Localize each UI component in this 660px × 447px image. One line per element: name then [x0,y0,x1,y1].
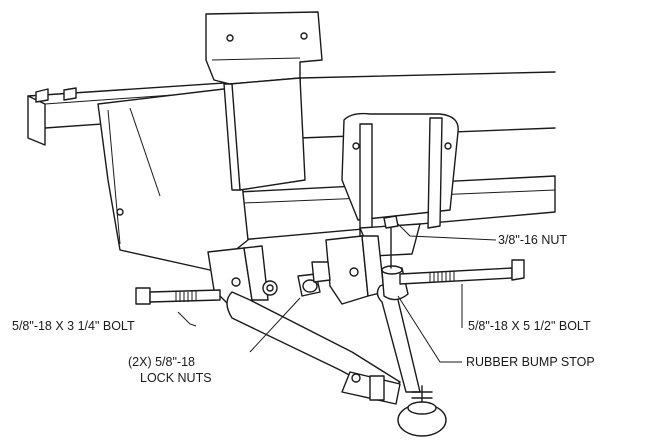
label-bolt-short: 5/8"-18 X 3 1/4" BOLT [12,319,135,333]
label-bolt-long: 5/8"-18 X 5 1/2" BOLT [468,319,591,333]
bolt-long [399,259,525,285]
lock-nuts [262,261,331,297]
label-lock-nuts-line2: LOCK NUTS [140,371,212,385]
top-saddle-bracket [205,11,323,191]
left-bracket-plate [97,87,249,271]
leader-lines [177,223,497,363]
nut-3-8-16 [383,215,399,269]
right-bump-bracket [341,112,459,257]
ball-joint [397,385,447,437]
label-lock-nuts-line1: (2X) 5/8"-18 [128,355,195,369]
label-nut: 3/8"-16 NUT [498,233,567,247]
label-bump-stop: RUBBER BUMP STOP [466,355,595,369]
bolt-short [135,287,221,305]
